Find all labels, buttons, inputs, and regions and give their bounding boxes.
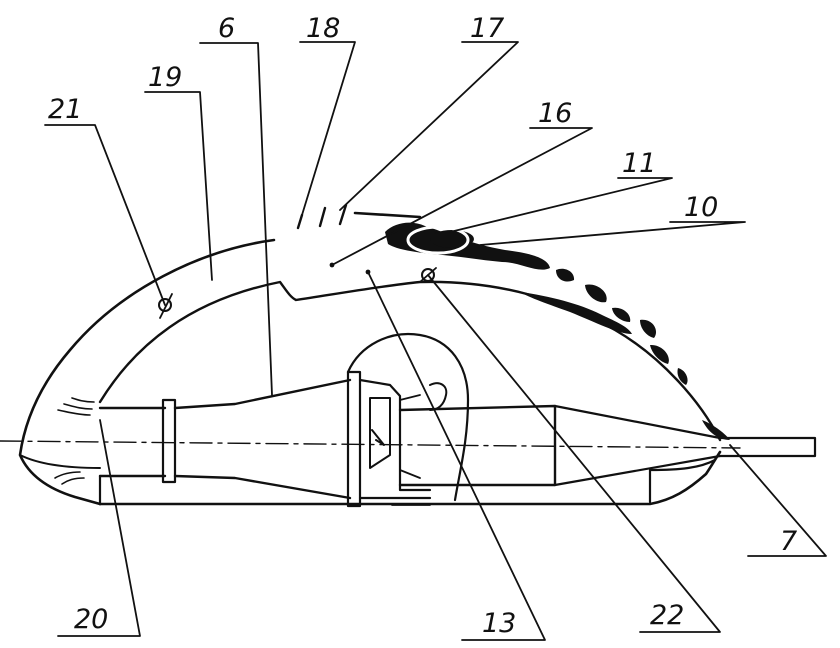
leader-21 [44,124,166,306]
engine-front-ring [161,398,177,484]
label-18: 18 [306,13,340,44]
engine-cone-section [173,378,352,500]
oval-outline [406,225,470,255]
label-7: 7 [780,526,797,557]
point-21-circle [158,298,172,312]
inner-canopy-contour [98,280,722,442]
flap-line [353,211,422,219]
leader-13 [367,271,546,641]
nose-hatch-upper [57,397,95,416]
black-deposit-main [385,222,550,270]
label-20: 20 [74,604,108,635]
label-11: 11 [622,148,656,179]
tick-marks [296,203,348,230]
point-22-circle [421,268,435,282]
body-bottom-line [98,450,722,506]
outer-body-contour [18,238,276,506]
leader-11 [449,177,673,233]
leader-22 [427,274,721,633]
turbine-cone [369,397,391,469]
label-13: 13 [482,608,516,639]
rear-fairing [648,458,717,504]
label-19: 19 [148,62,182,93]
label-21: 21 [48,94,82,125]
turbine-stubs [391,394,431,506]
nozzle-cone [553,404,722,487]
leader-7 [729,444,827,557]
label-16: 16 [538,98,572,129]
label-6: 6 [218,13,235,44]
label-17: 17 [470,13,504,44]
point-21-stroke [159,293,173,319]
leader-6 [199,42,273,396]
round-housing [346,332,470,502]
leader-10 [479,221,746,246]
leader-18 [299,41,356,216]
nozzle-tube [718,436,817,458]
black-streaks [520,268,730,440]
label-10: 10 [684,192,718,223]
leader-19 [144,91,213,281]
label-22: 22 [650,600,684,631]
turbine-housing [358,378,432,500]
afterbody-tube [398,404,557,487]
leader-20 [57,419,141,637]
leader-lines [44,41,827,641]
leader-17 [339,41,519,211]
leader-16 [331,127,593,266]
nose-lower-edge [19,454,101,469]
nose-hatch-lower [54,471,85,485]
engine-rear-ring [346,370,362,508]
